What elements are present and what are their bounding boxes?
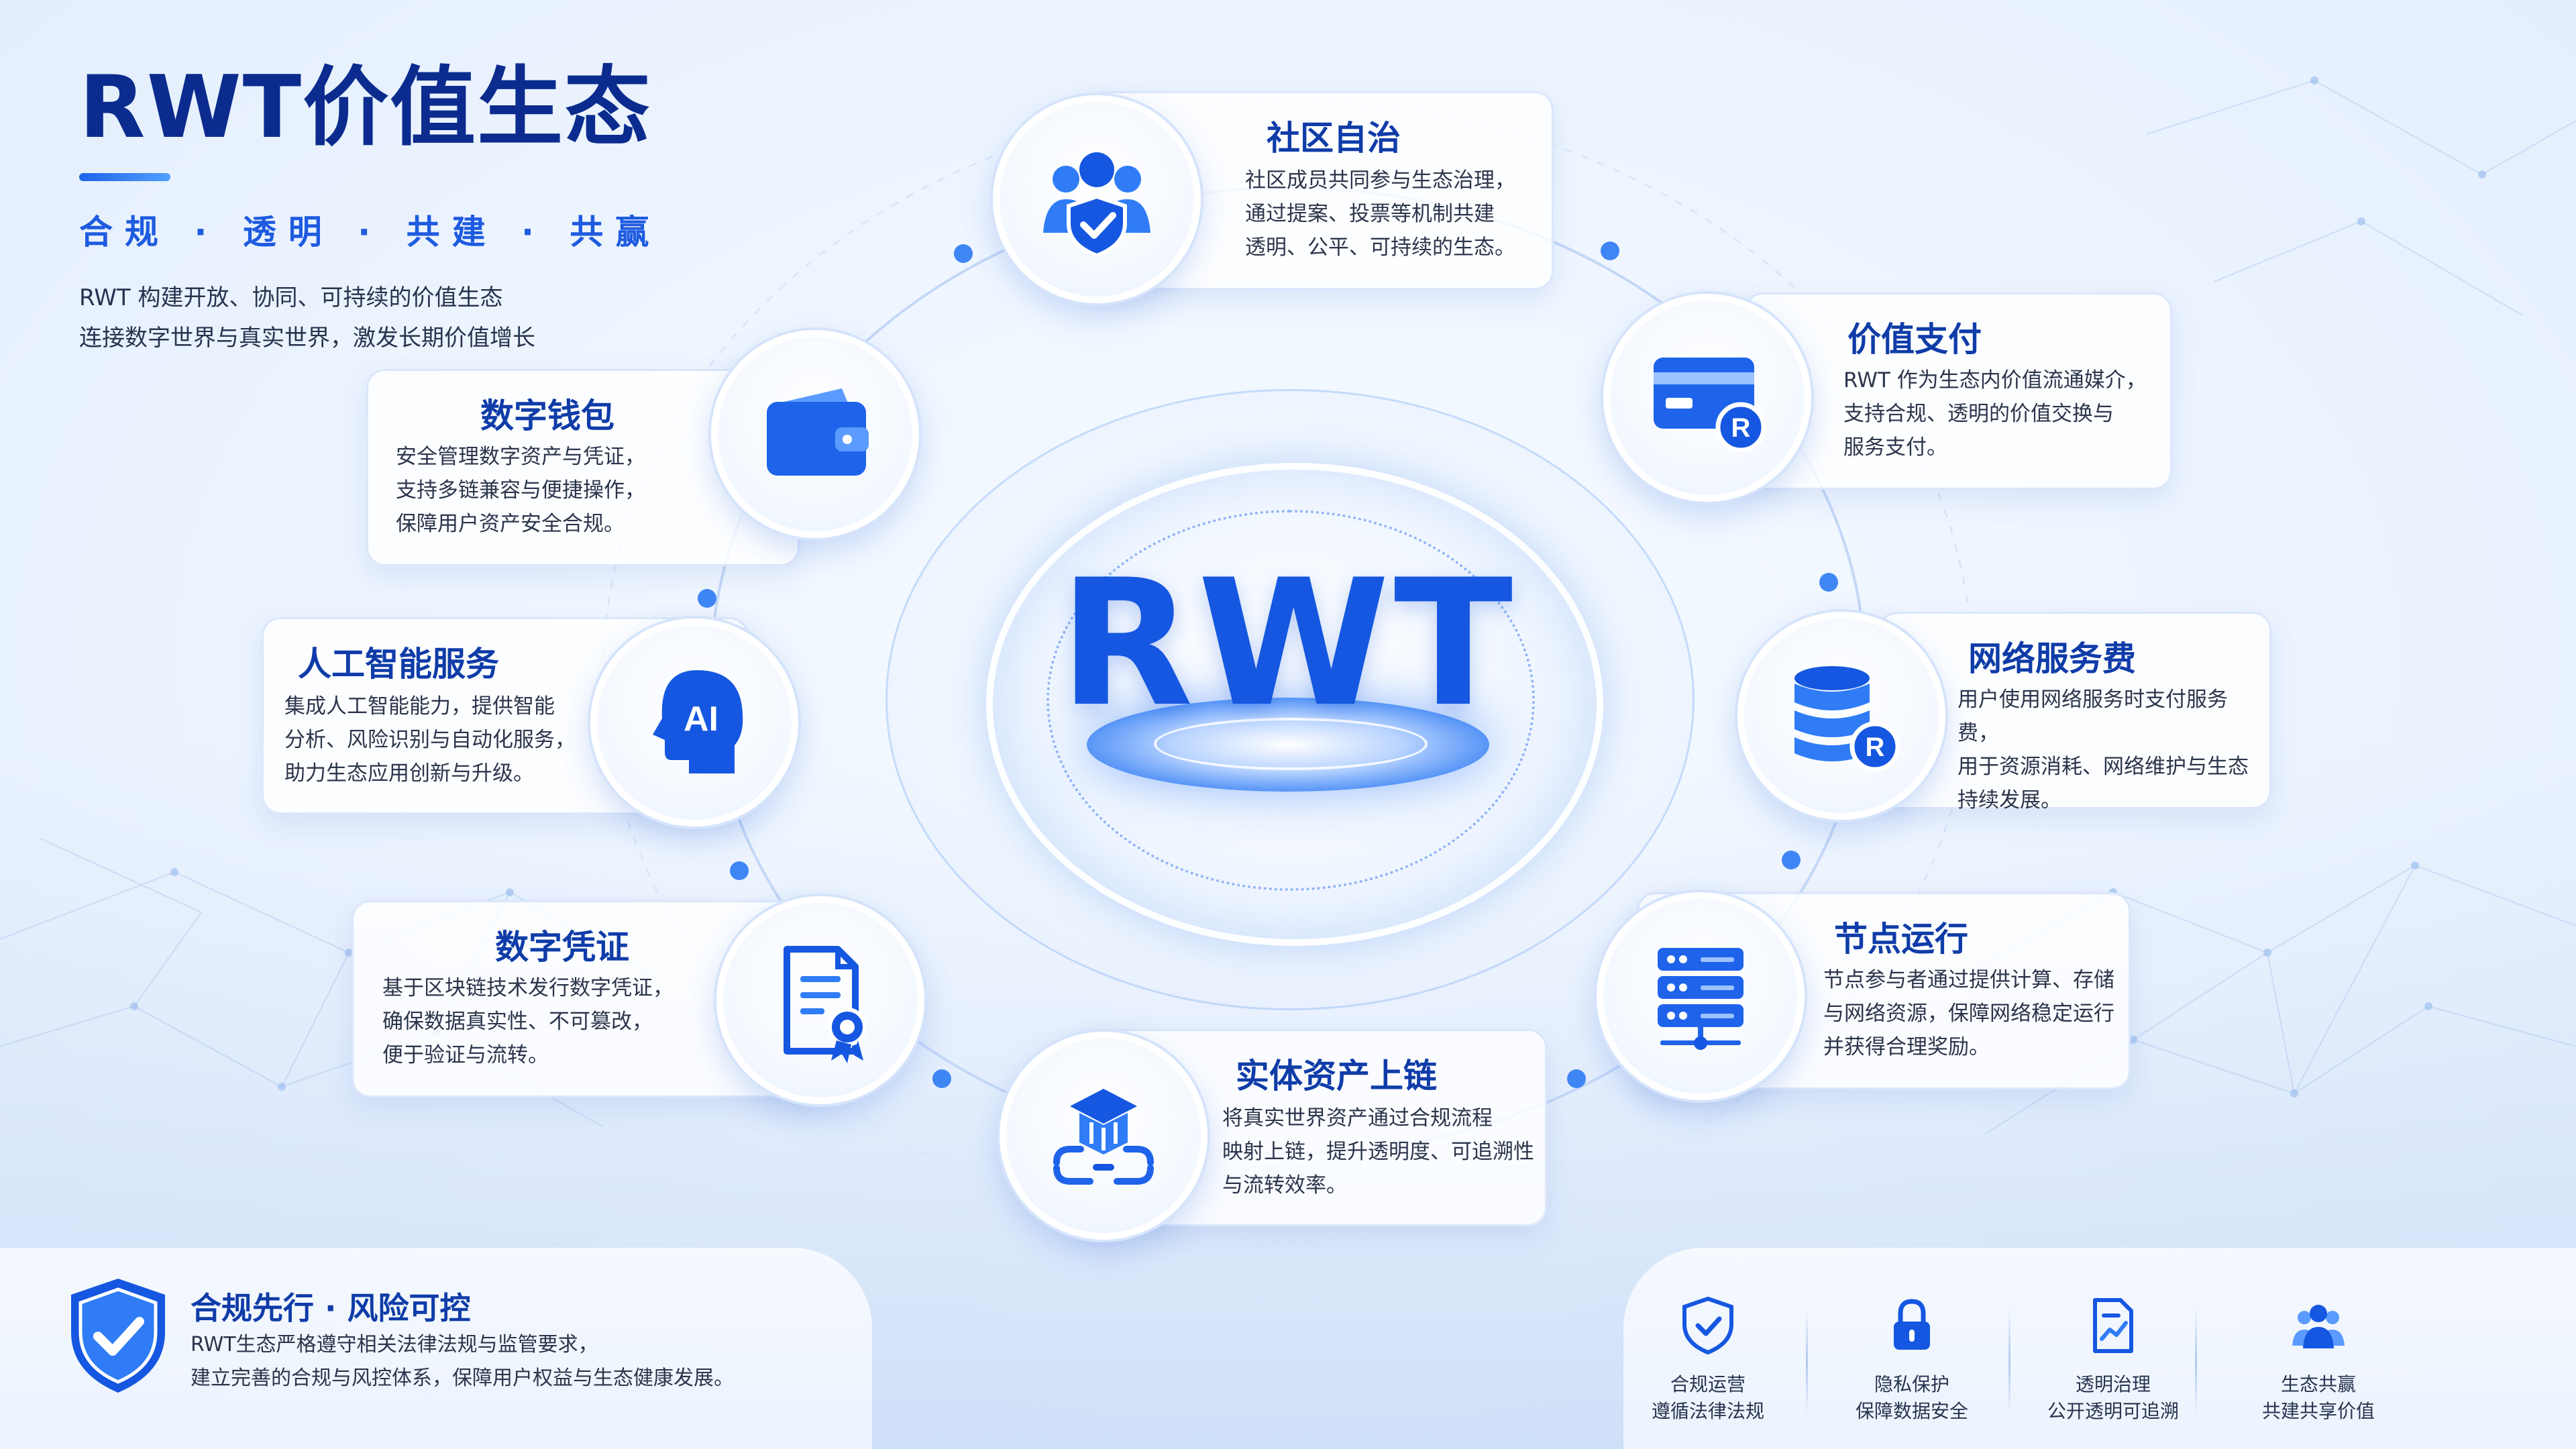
feature-sub: 共建共享价值 [2261,1400,2375,1422]
feature-compliance-ops: 合规运营 遵循法律法规 [1607,1295,1809,1425]
card-community-desc: 社区成员共同参与生态治理， 通过提案、投票等机制共建 透明、公平、可持续的生态。 [1245,164,1540,264]
svg-text:R: R [1731,413,1751,443]
card-payment [1744,292,2172,490]
card-network-title: 网络服务费 [1968,639,2136,678]
desc-line: 安全管理数字资产与凭证， [396,445,645,469]
icon-circle-asset[interactable] [1000,1032,1208,1240]
certificate-icon [784,946,867,1063]
desc-line: 映射上链，提升透明度、可追溯性 [1222,1140,1534,1164]
divider [1806,1308,1808,1415]
lock-icon [1894,1299,1930,1350]
desc-line: 将真实世界资产通过合规流程 [1222,1106,1493,1130]
core-disc-rim [1154,718,1428,770]
feature-privacy: 隐私保护 保障数据安全 [1811,1295,2012,1425]
desc-line: 便于验证与流转。 [382,1043,549,1067]
intro-text: RWT 构建开放、协同、可持续的价值生态 连接数字世界与真实世界，激发长期价值增… [79,278,683,358]
desc-line: 支持合规、透明的价值交换与 [1843,402,2114,426]
card-credential-title: 数字凭证 [495,928,629,967]
icon-circle-community[interactable] [993,95,1201,303]
desc-line: 支持多链兼容与便捷操作， [396,478,645,502]
card-asset-desc: 将真实世界资产通过合规流程 映射上链，提升透明度、可追溯性 与流转效率。 [1222,1102,1538,1202]
divider [2195,1308,2197,1415]
title-underline [79,173,170,181]
desc-line: 并获得合理奖励。 [1823,1035,1990,1059]
payment-card-icon: R [1654,358,1766,453]
compliance-desc-line-1: RWT生态严格遵守相关法律法规与监管要求， [191,1333,598,1356]
desc-line: 分析、风险识别与自动化服务， [284,728,576,752]
center-rwt-label: RWT [1059,543,1517,745]
desc-line: 通过提案、投票等机制共建 [1245,202,1495,226]
desc-line: 用户使用网络服务时支付服务费， [1957,688,2228,745]
icon-circle-network[interactable]: R [1737,612,1945,820]
page-title: RWT价值生态 [79,58,652,158]
core-dotted-ring [1046,510,1535,891]
card-community-title: 社区自治 [1267,119,1401,158]
feature-sub: 保障数据安全 [1855,1400,1968,1422]
ai-head-icon: AI [653,670,743,773]
card-ai-desc: 集成人工智能能力，提供智能 分析、风险识别与自动化服务， 助力生态应用创新与升级… [284,690,593,790]
divider [2008,1308,2010,1415]
feature-label: 合规运营 [1670,1373,1746,1395]
group-icon [2292,1305,2345,1348]
desc-line: 助力生态应用创新与升级。 [284,761,534,786]
card-network-desc: 用户使用网络服务时支付服务费， 用于资源消耗、网络维护与生态 持续发展。 [1957,683,2266,817]
server-icon [1658,948,1743,1050]
icon-circle-credential[interactable] [716,896,924,1104]
card-credential-desc: 基于区块链技术发行数字凭证， 确保数据真实性、不可篡改， 便于验证与流转。 [382,971,704,1072]
document-chart-icon [2093,1298,2133,1353]
compliance-desc: RWT生态严格遵守相关法律法规与监管要求， 建立完善的合规与风控体系，保障用户权… [191,1328,734,1395]
desc-line: 基于区块链技术发行数字凭证， [382,976,674,1000]
desc-line: 透明、公平、可持续的生态。 [1245,235,1515,260]
desc-line: 集成人工智能能力，提供智能 [284,694,555,718]
feature-label: 生态共赢 [2280,1373,2356,1395]
card-node-title: 节点运行 [1834,920,1968,959]
card-wallet-desc: 安全管理数字资产与凭证， 支持多链兼容与便捷操作， 保障用户资产安全合规。 [396,440,704,541]
desc-line: 确保数据真实性、不可篡改， [382,1010,653,1034]
desc-line: RWT 作为生态内价值流通媒介， [1843,368,2147,392]
desc-line: 服务支付。 [1843,435,1947,460]
card-payment-desc: RWT 作为生态内价值流通媒介， 支持合规、透明的价值交换与 服务支付。 [1843,364,2159,464]
card-asset-title: 实体资产上链 [1236,1057,1437,1095]
asset-chain-icon [1053,1089,1154,1185]
compliance-desc-line-2: 建立完善的合规与风控体系，保障用户权益与生态健康发展。 [191,1366,734,1390]
desc-line: 持续发展。 [1957,788,2061,812]
icon-circle-payment[interactable]: R [1603,294,1811,502]
feature-panel [1623,1248,2576,1449]
wallet-icon [767,388,869,476]
card-payment-title: 价值支付 [1847,320,1982,359]
feature-transparent-governance: 透明治理 公开透明可追溯 [2012,1295,2214,1425]
desc-line: 节点参与者通过提供计算、存储 [1823,968,2114,992]
icon-circle-ai[interactable]: AI [590,619,798,826]
intro-line-1: RWT 构建开放、协同、可持续的价值生态 [79,284,503,311]
desc-line: 社区成员共同参与生态治理， [1245,168,1515,193]
desc-line: 与网络资源，保障网络稳定运行 [1823,1002,2114,1026]
shield-check-icon [1682,1296,1733,1355]
feature-sub: 遵循法律法规 [1651,1400,1764,1422]
feature-label: 隐私保护 [1874,1373,1949,1395]
slogan: 合规 · 透明 · 共建 · 共赢 [79,213,661,252]
shield-check-icon [71,1279,165,1393]
icon-circle-wallet[interactable] [711,330,919,538]
desc-line: 保障用户资产安全合规。 [396,512,625,536]
community-icon [1043,152,1150,258]
database-icon: R [1794,666,1900,772]
card-ai-title: 人工智能服务 [298,645,499,684]
icon-circle-node[interactable] [1597,892,1805,1100]
card-node-desc: 节点参与者通过提供计算、存储 与网络资源，保障网络稳定运行 并获得合理奖励。 [1823,963,2118,1064]
intro-line-2: 连接数字世界与真实世界，激发长期价值增长 [79,325,535,352]
feature-ecosystem-win: 生态共赢 共建共享价值 [2218,1295,2419,1425]
compliance-title: 合规先行 · 风险可控 [191,1290,471,1326]
ai-icon-text: AI [684,700,718,739]
card-wallet-title: 数字钱包 [480,396,614,435]
feature-sub: 公开透明可追溯 [2047,1400,2179,1422]
header: RWT价值生态 合规 · 透明 · 共建 · 共赢 RWT 构建开放、协同、可持… [79,58,683,358]
desc-line: 与流转效率。 [1222,1173,1347,1197]
desc-line: 用于资源消耗、网络维护与生态 [1957,755,2249,779]
svg-text:R: R [1866,733,1885,762]
feature-label: 透明治理 [2075,1373,2151,1395]
